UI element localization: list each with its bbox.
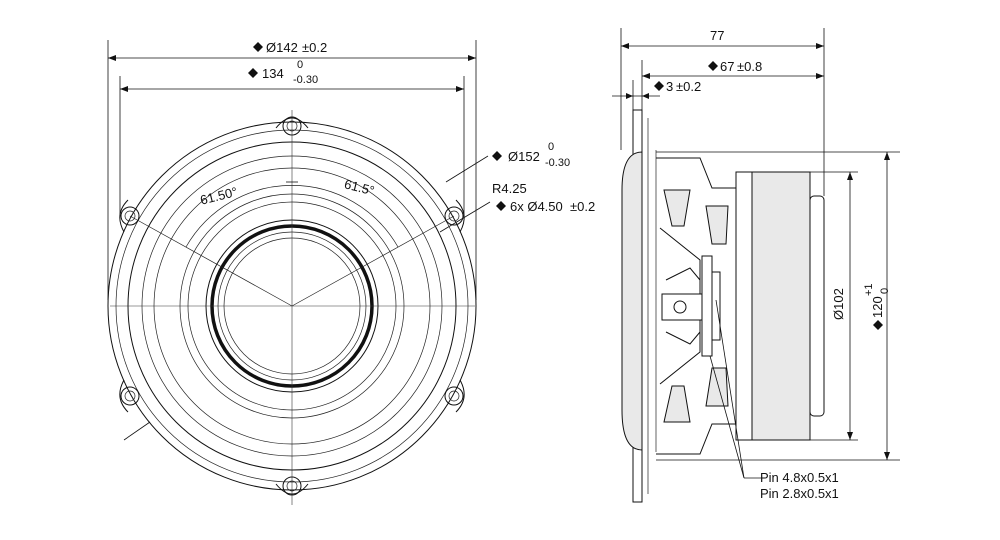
- surround-profile: [621, 151, 643, 451]
- magnet-back: [809, 195, 825, 417]
- dim-outer-diameter: Ø142: [266, 40, 298, 55]
- side-view: [612, 28, 900, 503]
- dim-frame-tol-upper: 0: [548, 141, 554, 153]
- dim-hole-tol-lower: -0.30: [293, 74, 318, 86]
- mounting-hole: [120, 386, 140, 406]
- angle-right-label: 61.5°: [343, 176, 376, 198]
- angle-left-label: 61.50°: [199, 184, 239, 208]
- basket-windows: [659, 189, 729, 423]
- pin-label-1: Pin 4.8x0.5x1: [760, 470, 839, 485]
- dim-hole-circle: 134: [262, 66, 284, 81]
- dim-67-label: 67: [720, 59, 734, 74]
- dim-magnet-label: Ø102: [831, 288, 846, 320]
- angle-arc: [185, 185, 399, 248]
- radius-label: R4.25: [492, 181, 527, 196]
- magnet: [751, 171, 811, 441]
- angle-radial-right: [291, 215, 455, 307]
- critical-dim-marker: [253, 42, 263, 52]
- terminal-small: [711, 271, 721, 341]
- dim-frame-tol-lower: -0.30: [545, 157, 570, 169]
- holes-tolerance: ±0.2: [570, 199, 595, 214]
- pin-leader: [715, 299, 745, 479]
- dim-frame-diameter: Ø152: [508, 149, 540, 164]
- dim-outer-tolerance: ±0.2: [302, 40, 327, 55]
- pin-leader: [709, 355, 745, 479]
- terminals: [661, 255, 721, 357]
- mounting-hole: [444, 206, 464, 226]
- mounting-hole: [120, 206, 140, 226]
- terminal-large: [701, 255, 713, 357]
- dim-3-tolerance: ±0.2: [676, 79, 701, 94]
- dim-depth-label: 77: [710, 28, 724, 43]
- dim-hole-tol-upper: 0: [297, 59, 303, 71]
- front-view-labels: Ø142 ±0.2 134 0 -0.30 Ø152 0 -0.30 R4.25…: [199, 40, 596, 214]
- leader-hole: [439, 201, 491, 233]
- pin-label-2: Pin 2.8x0.5x1: [760, 486, 839, 501]
- magnet-plate-front: [735, 171, 753, 441]
- leader-frame: [445, 155, 489, 183]
- front-view: [107, 40, 491, 505]
- side-view-labels: 77 67 ±0.8 3 ±0.2 Ø102 120 +1 0 Pin 4.8x…: [654, 28, 891, 501]
- mounting-hole: [444, 386, 464, 406]
- dim-67-tolerance: ±0.8: [737, 59, 762, 74]
- dim-cutout-tol-upper: +1: [863, 283, 875, 296]
- holes-label: 6x Ø4.50: [510, 199, 563, 214]
- dim-3-label: 3: [666, 79, 673, 94]
- angle-radial-left: [129, 215, 293, 307]
- dim-cutout-tol-lower: 0: [879, 288, 891, 294]
- dim-cutout-label: 120: [870, 296, 885, 318]
